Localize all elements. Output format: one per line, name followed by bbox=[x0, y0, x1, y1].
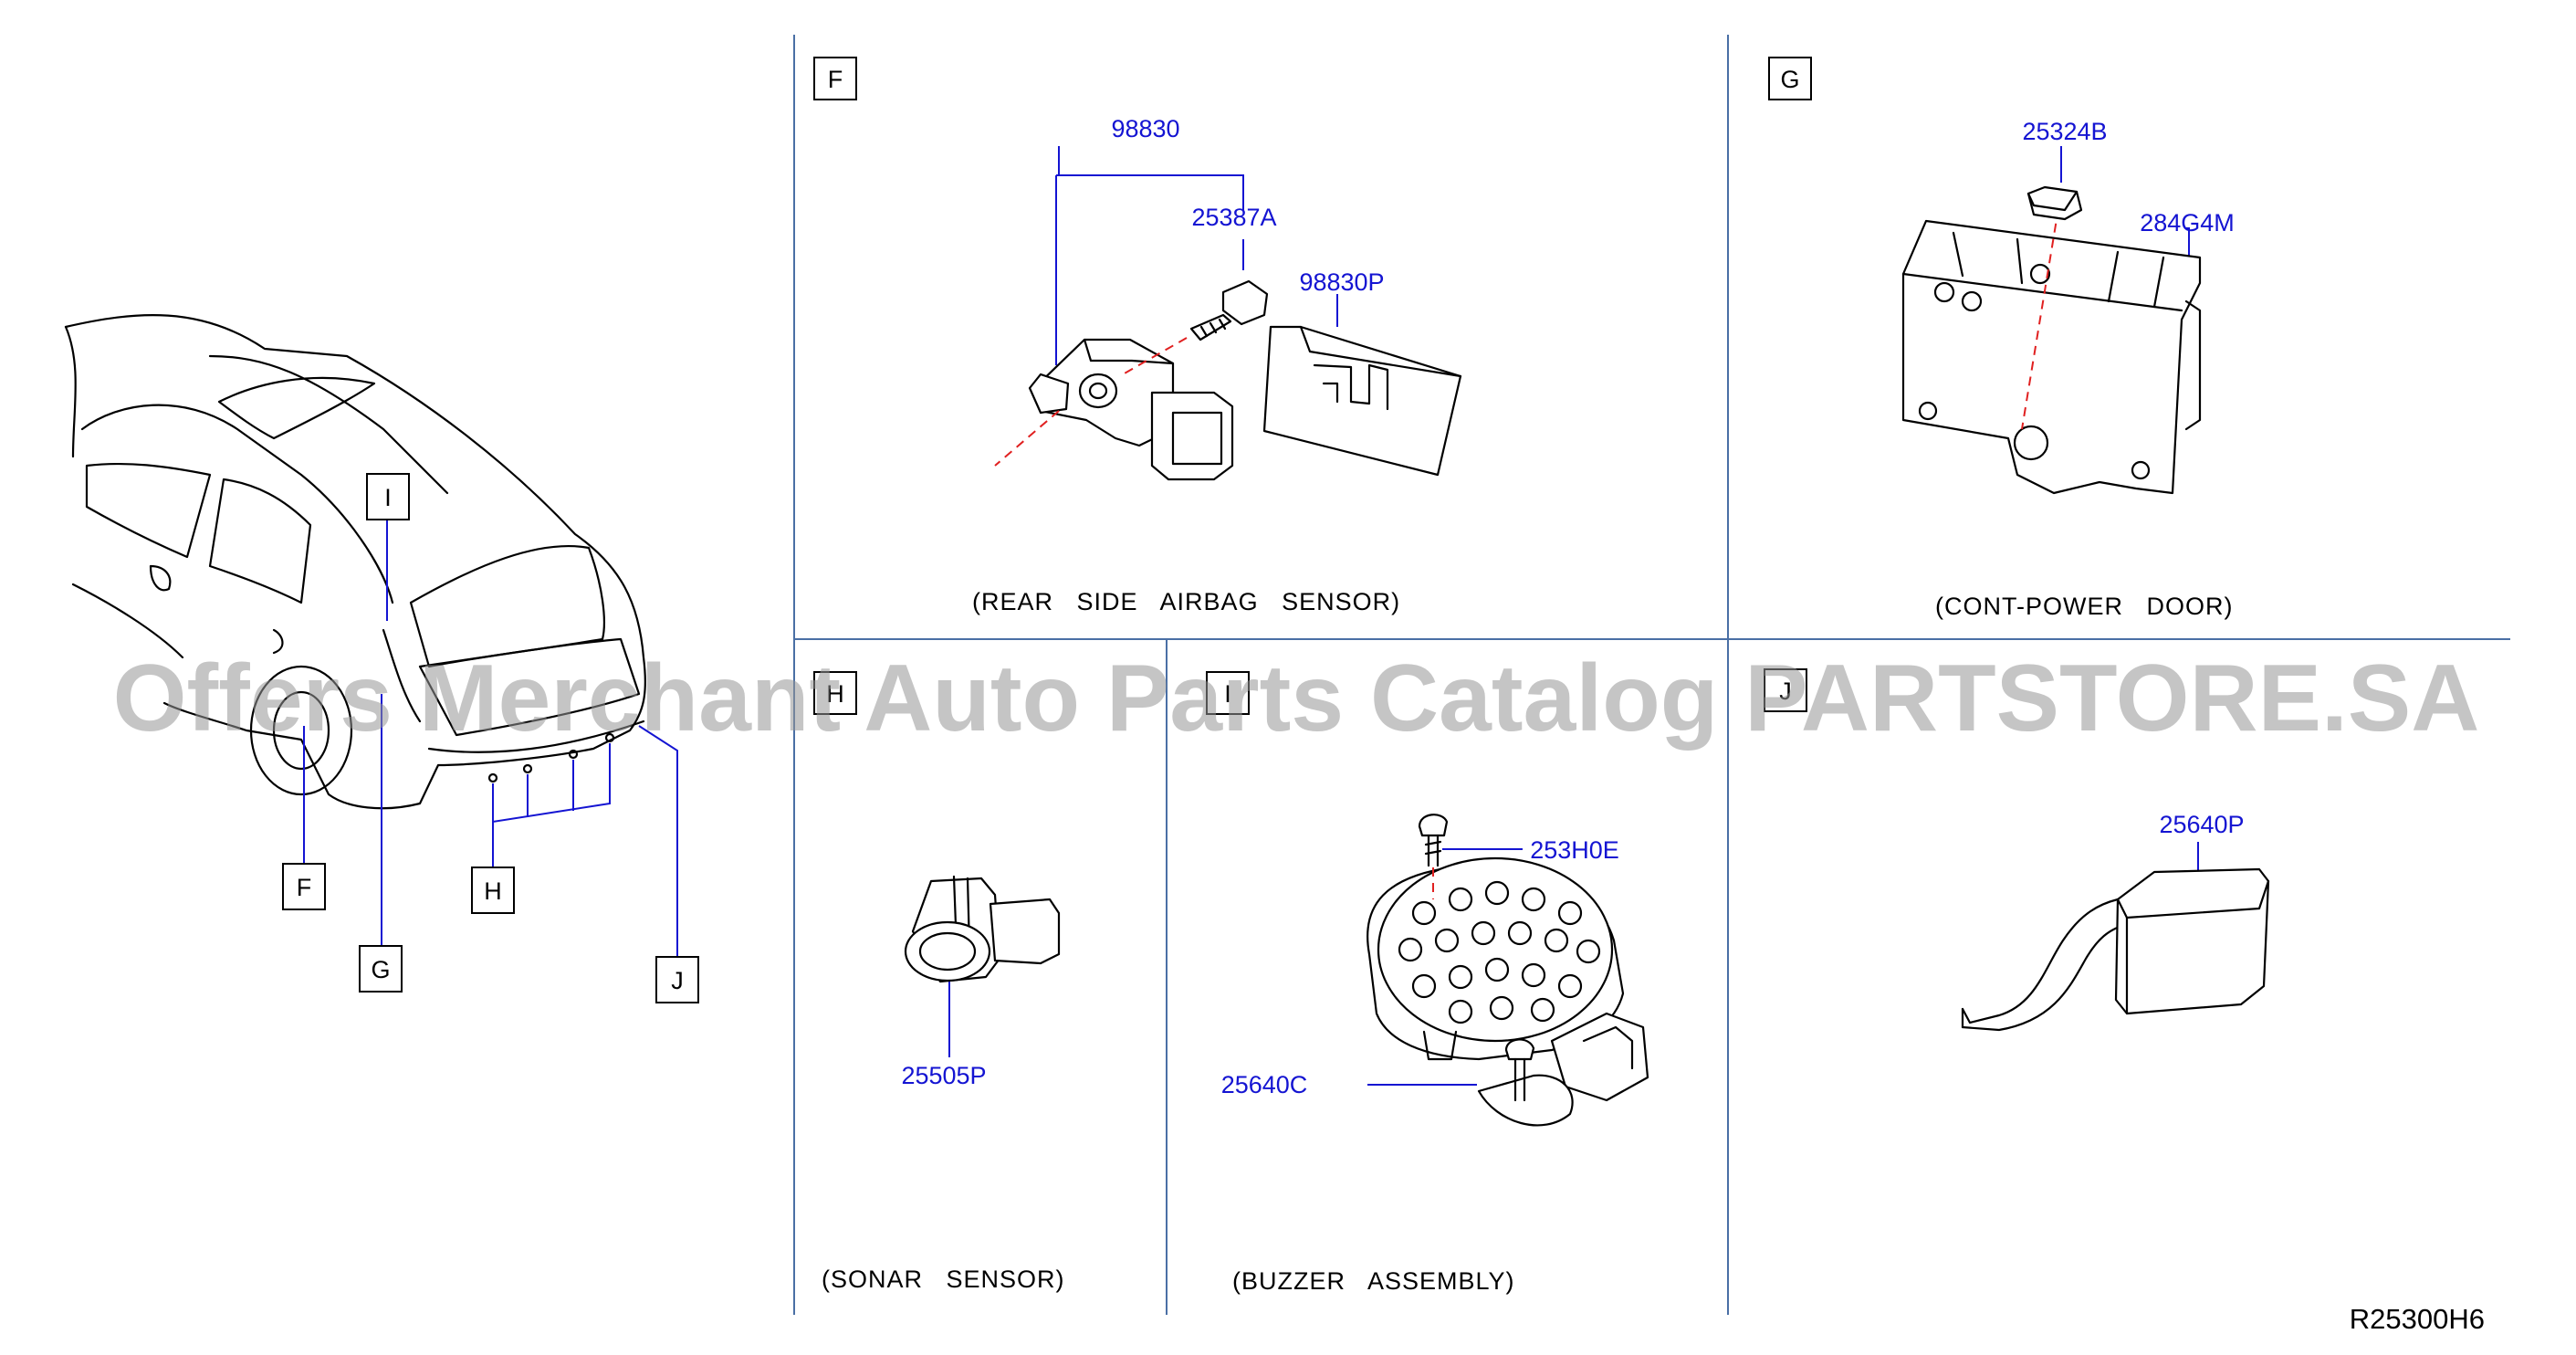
callout-f-box bbox=[282, 863, 326, 910]
panel-h-label: H bbox=[826, 680, 844, 708]
part-25324b[interactable]: 25324B bbox=[2022, 118, 2107, 145]
diagram-id: R25300H6 bbox=[2350, 1303, 2485, 1335]
callout-h-label: H bbox=[484, 877, 502, 905]
part-253h0e[interactable]: 253H0E bbox=[1530, 836, 1619, 864]
panel-g: G 25324B 284G4M (CONT-POWER DOOR) bbox=[1768, 57, 2235, 620]
panel-i-box bbox=[1206, 671, 1250, 715]
panel-g-box bbox=[1768, 57, 1812, 100]
buzzer-grille bbox=[1398, 880, 1601, 1024]
panel-h: H 25505P (SONAR SENSOR) bbox=[813, 671, 1065, 1293]
callout-j-label: J bbox=[671, 967, 684, 994]
panel-g-caption: (CONT-POWER DOOR) bbox=[1935, 593, 2233, 620]
panel-i-caption: (BUZZER ASSEMBLY) bbox=[1232, 1267, 1515, 1295]
panel-i: I bbox=[1206, 671, 1649, 1295]
panel-h-box bbox=[813, 671, 857, 715]
panel-i-label: I bbox=[1224, 680, 1231, 708]
panel-grid bbox=[793, 35, 2510, 1315]
panel-j-label: J bbox=[1779, 678, 1792, 705]
vehicle-overview: I F G H J bbox=[64, 314, 699, 1003]
panel-g-label: G bbox=[1780, 66, 1799, 93]
panel-h-caption: (SONAR SENSOR) bbox=[822, 1266, 1065, 1293]
part-25640c[interactable]: 25640C bbox=[1221, 1071, 1308, 1098]
panel-j-box bbox=[1764, 668, 1807, 712]
part-284g4m[interactable]: 284G4M bbox=[2140, 209, 2235, 236]
callout-j-box bbox=[655, 956, 699, 1003]
part-25640p[interactable]: 25640P bbox=[2159, 811, 2244, 838]
panel-f: F 98830 25387A 98830P (RE bbox=[813, 57, 1462, 615]
part-98830p[interactable]: 98830P bbox=[1299, 268, 1384, 296]
callout-f-label: F bbox=[297, 874, 312, 901]
panel-j: J 25640P bbox=[1764, 668, 2270, 1032]
panel-f-label: F bbox=[828, 66, 843, 93]
callout-h-box bbox=[471, 867, 515, 914]
part-25387a[interactable]: 25387A bbox=[1191, 204, 1276, 231]
callout-g-box bbox=[359, 945, 403, 993]
callout-i-label: I bbox=[384, 484, 392, 511]
panel-f-box bbox=[813, 57, 857, 100]
callout-i-box bbox=[366, 473, 410, 520]
callout-g-label: G bbox=[371, 956, 390, 983]
watermark: Offers Merchant Auto Parts Catalog PARTS… bbox=[113, 646, 2480, 751]
panel-f-caption: (REAR SIDE AIRBAG SENSOR) bbox=[972, 588, 1400, 615]
part-98830[interactable]: 98830 bbox=[1111, 115, 1179, 142]
part-25505p[interactable]: 25505P bbox=[901, 1062, 986, 1089]
